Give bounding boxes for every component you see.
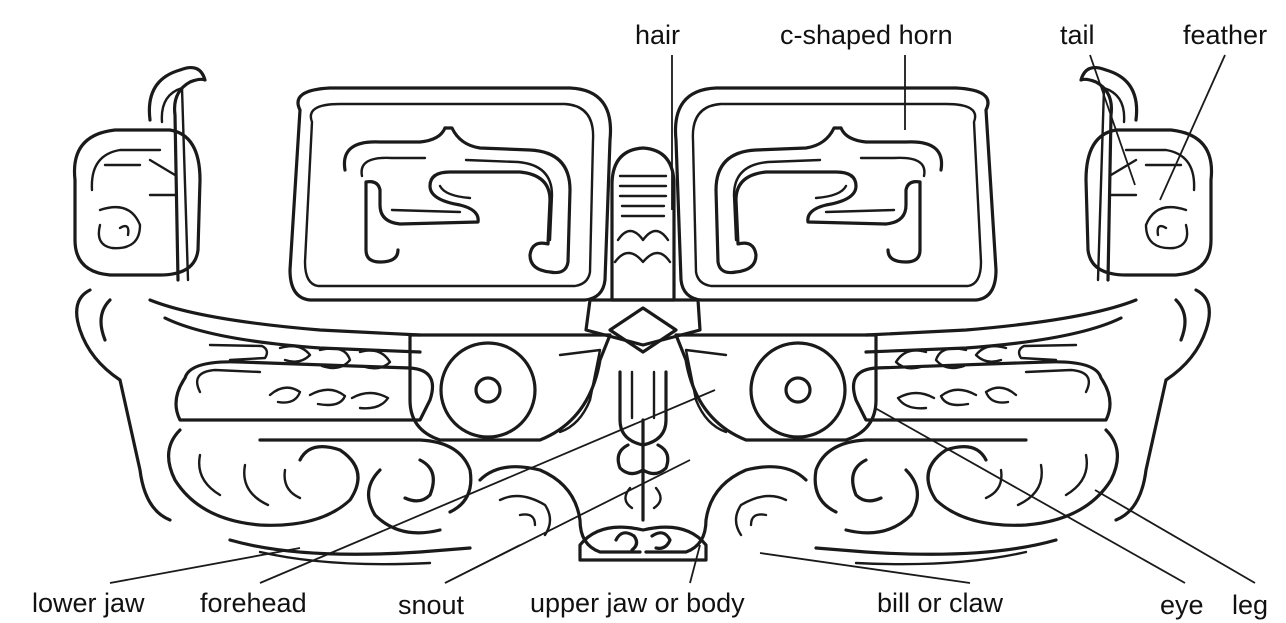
label-upper-jaw-or-body: upper jaw or body <box>530 590 745 617</box>
label-c-shaped-horn: c-shaped horn <box>780 22 953 49</box>
label-bill-or-claw: bill or claw <box>877 590 1003 617</box>
left-half <box>75 68 641 565</box>
label-leg: leg <box>1232 592 1268 619</box>
label-forehead: forehead <box>200 590 307 617</box>
label-eye: eye <box>1160 592 1204 619</box>
leader-lines <box>110 55 1255 583</box>
label-snout: snout <box>398 592 464 619</box>
center-spirals <box>616 533 670 550</box>
label-feather: feather <box>1183 22 1267 49</box>
label-tail: tail <box>1060 22 1095 49</box>
label-lower-jaw: lower jaw <box>32 590 145 617</box>
right-half <box>646 68 1212 565</box>
label-hair: hair <box>635 22 680 49</box>
